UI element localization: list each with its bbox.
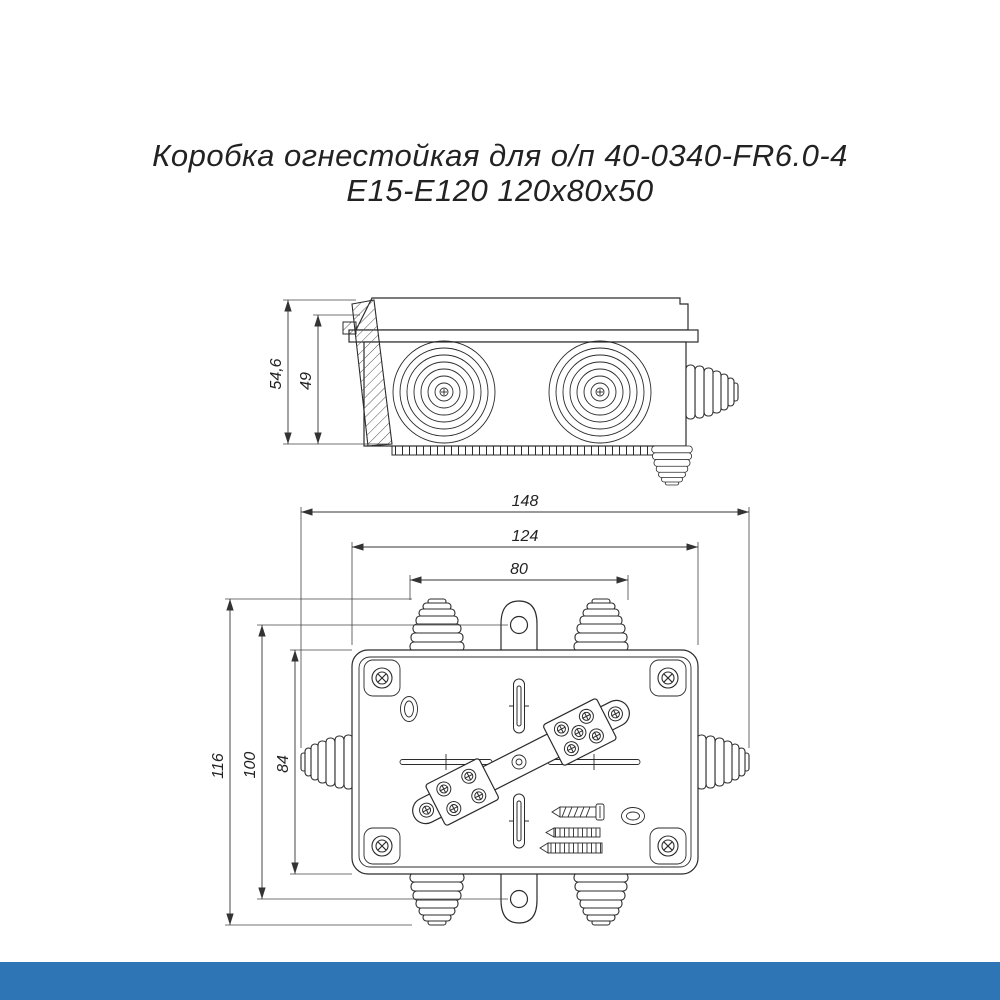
dim-label-84: 84 bbox=[275, 755, 292, 773]
corner-boss bbox=[363, 827, 401, 865]
bottom-gland-right bbox=[573, 872, 629, 926]
dim-label-100: 100 bbox=[242, 752, 259, 779]
lid-screw-bl bbox=[371, 835, 393, 857]
plan-view: 148 124 80 116 100 bbox=[210, 493, 750, 926]
section-hatch-wall bbox=[351, 299, 393, 447]
terminal-block-lower bbox=[425, 758, 499, 826]
side-gland-right bbox=[685, 364, 739, 420]
dim-80: 80 bbox=[409, 561, 629, 600]
bottom-corrugation bbox=[391, 445, 657, 456]
mounting-hole-bottom bbox=[509, 889, 529, 909]
dim-label-49: 49 bbox=[298, 372, 315, 390]
oval-knockout bbox=[400, 696, 418, 722]
dowel-1 bbox=[545, 827, 601, 838]
lid-flange bbox=[348, 329, 699, 343]
dim-49: 49 bbox=[298, 314, 360, 444]
lid-screw-br bbox=[657, 835, 679, 857]
right-gland bbox=[696, 734, 750, 790]
membrane-gland-right bbox=[548, 340, 652, 444]
membrane-gland-left bbox=[392, 340, 496, 444]
hardware-set bbox=[539, 803, 645, 854]
dim-label-116: 116 bbox=[210, 753, 227, 779]
side-view: 54,6 49 bbox=[268, 297, 739, 486]
dim-116: 116 bbox=[210, 598, 412, 926]
drawing-title-line2: Е15-Е120 120х80х50 bbox=[346, 173, 653, 208]
corner-boss bbox=[649, 659, 687, 697]
dim-label-148: 148 bbox=[512, 493, 539, 510]
top-gland-right bbox=[573, 598, 629, 652]
dim-100: 100 bbox=[242, 624, 508, 900]
dim-label-54-6: 54,6 bbox=[268, 358, 285, 389]
drawing-title-line1: Коробка огнестойкая для о/п 40-0340-FR6.… bbox=[152, 138, 848, 173]
dim-label-80: 80 bbox=[510, 561, 528, 578]
center-pivot bbox=[511, 754, 527, 770]
mounting-hole-top bbox=[509, 615, 529, 635]
box-body-side bbox=[363, 341, 687, 447]
dim-54-6: 54,6 bbox=[268, 299, 390, 445]
footer-bar bbox=[0, 962, 1000, 1000]
lid-latch bbox=[342, 321, 357, 335]
lid-screw-tr bbox=[657, 667, 679, 689]
dim-124: 124 bbox=[351, 528, 699, 645]
bottom-gland-side bbox=[651, 445, 693, 486]
box-outline-inner bbox=[358, 656, 692, 868]
corner-boss bbox=[363, 659, 401, 697]
corner-boss bbox=[649, 827, 687, 865]
self-tapping-screw bbox=[551, 803, 605, 821]
lid-screw-tl bbox=[371, 667, 393, 689]
dim-label-124: 124 bbox=[512, 528, 539, 545]
lid-profile bbox=[355, 297, 689, 331]
dim-148: 148 bbox=[300, 493, 750, 748]
grommet-oval bbox=[621, 807, 645, 825]
dowel-2 bbox=[539, 842, 603, 854]
left-gland bbox=[300, 734, 354, 790]
dim-84: 84 bbox=[275, 649, 352, 875]
